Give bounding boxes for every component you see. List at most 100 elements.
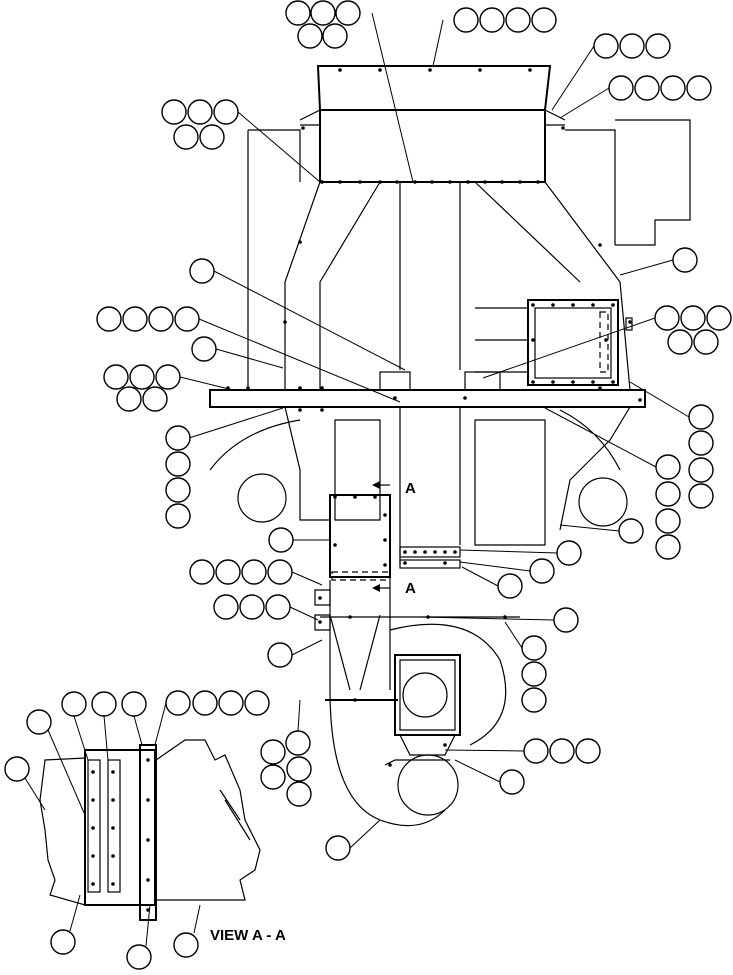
bolt [91, 770, 95, 774]
bolt-dots [91, 68, 642, 912]
top-hood [299, 65, 566, 183]
callout-balloon [129, 364, 155, 390]
bolt [383, 513, 387, 517]
bolt [453, 550, 457, 554]
callout-balloon [91, 691, 117, 717]
bolt [333, 543, 337, 547]
callout-balloon [521, 635, 547, 661]
leader-line [444, 749, 525, 752]
callout-balloon [310, 0, 336, 26]
bolt [318, 596, 322, 600]
bolt [388, 763, 392, 767]
bolt [146, 908, 150, 912]
leader-line [559, 87, 610, 119]
leader-line [419, 616, 555, 621]
callout-balloon [285, 0, 311, 26]
callout-balloon [268, 527, 294, 553]
bolt [393, 396, 397, 400]
bolt [146, 838, 150, 842]
callout-balloon [96, 306, 122, 332]
callout-balloon [549, 738, 575, 764]
bolt [111, 770, 115, 774]
bolt [531, 303, 535, 307]
bolt [571, 380, 575, 384]
callout-balloon [142, 386, 168, 412]
callout-balloon [672, 247, 698, 273]
leader-line [459, 561, 531, 572]
callout-balloon [667, 329, 693, 355]
callout-balloon [260, 739, 286, 765]
callout-balloon [173, 124, 199, 150]
leader-line [69, 894, 81, 932]
bolt [591, 303, 595, 307]
callout-balloon [267, 642, 293, 668]
bolt [628, 320, 632, 324]
bolt [483, 180, 487, 184]
callout-balloon [335, 0, 361, 26]
bolt [283, 320, 287, 324]
bolt [111, 882, 115, 886]
leader-line [619, 259, 674, 276]
bolt [551, 380, 555, 384]
callout-balloon [686, 75, 712, 101]
bolt [463, 396, 467, 400]
bolt [500, 180, 504, 184]
callout-balloon [244, 690, 270, 716]
bolt [320, 180, 324, 184]
callout-balloon [688, 457, 714, 483]
bolt [591, 380, 595, 384]
bolt [561, 126, 565, 130]
callout-balloon [680, 305, 706, 331]
callout-balloon [497, 573, 523, 599]
view-a-a-detail: VIEW A - A [39, 739, 286, 944]
bolt [333, 495, 337, 499]
bolt [320, 386, 324, 390]
leader-line [193, 904, 201, 934]
callout-balloon [505, 7, 531, 33]
bolt [413, 550, 417, 554]
callout-balloon [155, 364, 181, 390]
callout-balloon [688, 483, 714, 509]
callout-balloon [618, 518, 644, 544]
callout-balloon [165, 477, 191, 503]
bolt [430, 180, 434, 184]
leader-line [24, 777, 46, 811]
callout-balloon [189, 258, 215, 284]
bolt [611, 380, 615, 384]
side-drums [209, 409, 628, 527]
bolt [428, 68, 432, 72]
leader-line [237, 111, 321, 183]
leader-line [133, 715, 143, 746]
bolt [298, 408, 302, 412]
bolt [111, 798, 115, 802]
bolt [320, 408, 324, 412]
leader-line [482, 317, 656, 379]
bolt [338, 180, 342, 184]
callout-balloon [553, 607, 579, 633]
callout-balloon [479, 7, 505, 33]
bolt [298, 240, 302, 244]
bolt [598, 386, 602, 390]
callout-balloon [688, 430, 714, 456]
bolt [383, 563, 387, 567]
bolt [146, 798, 150, 802]
callout-balloon [531, 7, 557, 33]
callout-balloon [593, 33, 619, 59]
leader-line [103, 715, 109, 761]
callout-balloon [265, 594, 291, 620]
leader-line [371, 12, 414, 183]
leader-lines [24, 12, 690, 947]
callout-balloon [619, 33, 645, 59]
callout-balloon [121, 691, 147, 717]
callout-balloon [215, 559, 241, 585]
leader-line [73, 715, 89, 761]
bolt [423, 550, 427, 554]
leader-line [504, 621, 523, 649]
bolt [478, 68, 482, 72]
leader-line [145, 904, 151, 947]
callout-balloon [523, 738, 549, 764]
bolt [443, 743, 447, 747]
cross-beam [209, 371, 646, 565]
callout-balloon [239, 594, 265, 620]
callout-balloon [103, 364, 129, 390]
